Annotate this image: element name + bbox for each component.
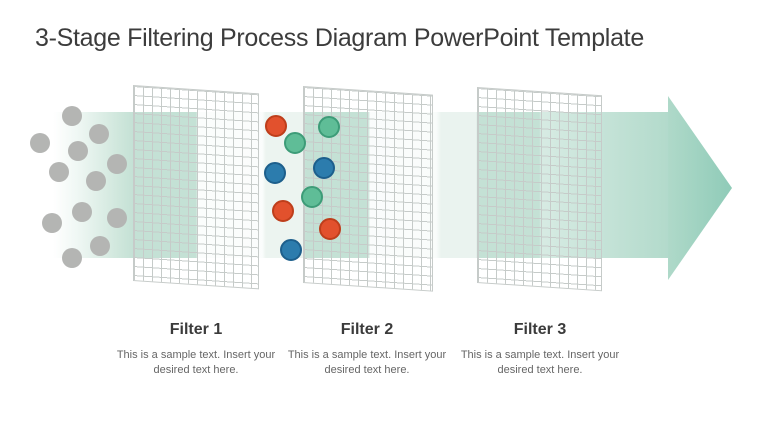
flow-arrowhead-icon (668, 96, 732, 280)
filter-2-description: This is a sample text. Insert your desir… (287, 349, 447, 376)
filter-2-caption: Filter 2 This is a sample text. Insert y… (281, 321, 453, 377)
filter-1-description: This is a sample text. Insert your desir… (116, 349, 276, 376)
filter-3-caption: Filter 3 This is a sample text. Insert y… (454, 321, 626, 377)
filter-3-label: Filter 3 (513, 321, 567, 338)
filter-1-caption: Filter 1 This is a sample text. Insert y… (110, 321, 282, 377)
filter-1-label: Filter 1 (169, 321, 223, 338)
filter-2-label: Filter 2 (340, 321, 394, 338)
filter-2-mesh (303, 86, 433, 292)
filter-1-mesh (133, 85, 259, 290)
slide-title: 3-Stage Filtering Process Diagram PowerP… (35, 24, 644, 52)
unfiltered-particle (30, 133, 50, 153)
filter-3-mesh (477, 87, 602, 292)
filter-3-description: This is a sample text. Insert your desir… (460, 349, 620, 376)
